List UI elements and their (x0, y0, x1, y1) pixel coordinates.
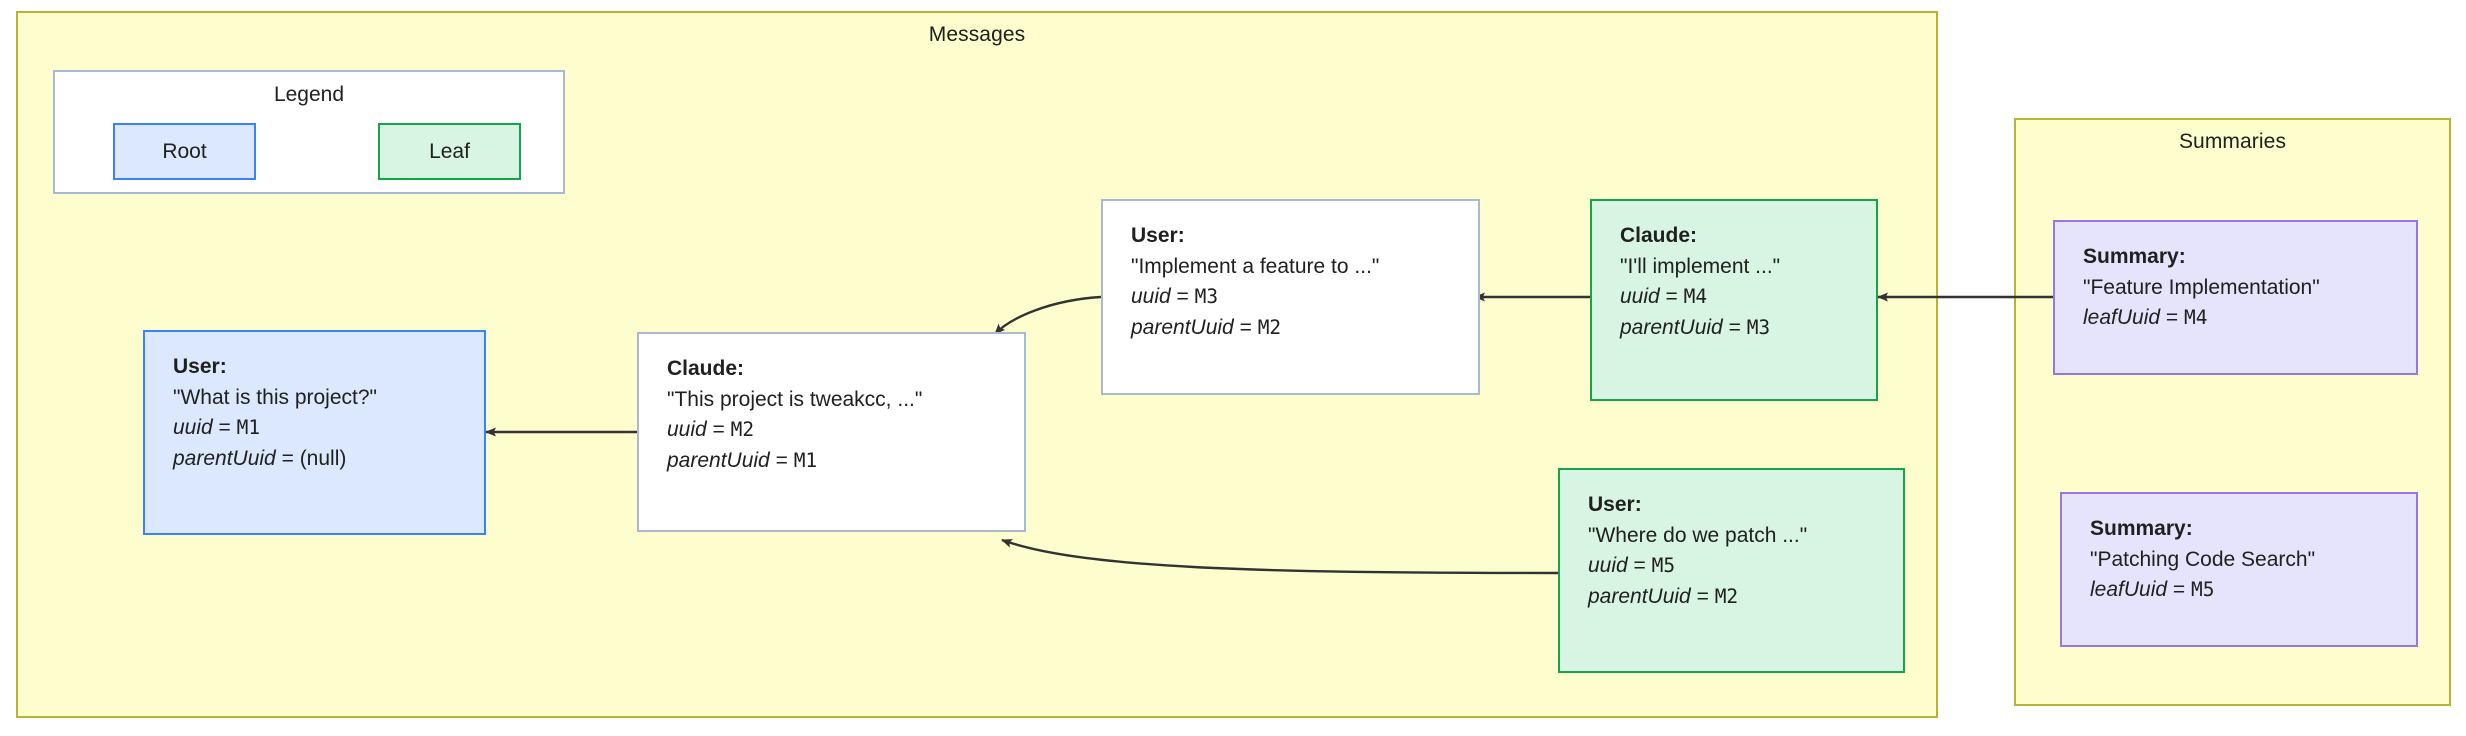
summary-2-leaf-value: M5 (2191, 578, 2215, 601)
m4-text: "I'll implement ..." (1620, 254, 1781, 278)
summary-2-role: Summary: (2090, 517, 2193, 540)
summary-1-text: "Feature Implementation" (2083, 275, 2320, 299)
m1-uuid-value: M1 (236, 416, 261, 439)
messages-group-title: Messages (928, 23, 1026, 46)
m3-uuid-label: uuid (1131, 285, 1171, 308)
summary-2-leaf-label: leafUuid (2090, 578, 2168, 601)
legend-swatch-leaf-label: Leaf (429, 139, 470, 163)
m5-uuid-row: uuid = M5 (1588, 551, 1903, 582)
m2-uuid-value: M2 (730, 418, 755, 441)
summary-2-text: "Patching Code Search" (2090, 547, 2316, 571)
summary-node-1[interactable]: Summary: "Feature Implementation" leafUu… (2053, 220, 2418, 375)
m2-parent-value: M1 (793, 448, 818, 472)
m3-parent-value: M2 (1257, 315, 1282, 339)
m2-parent-row: parentUuid = M1 (667, 446, 1024, 477)
m1-parent-label: parentUuid (173, 446, 276, 470)
m5-uuid-label: uuid (1588, 554, 1628, 577)
m2-uuid-eq: = (712, 418, 731, 441)
m4-uuid-value: M4 (1683, 285, 1708, 308)
summary-node-2[interactable]: Summary: "Patching Code Search" leafUuid… (2060, 492, 2418, 647)
m5-parent-eq: = (1696, 584, 1715, 608)
m1-uuid-label: uuid (173, 416, 213, 439)
summary-1-leaf-label: leafUuid (2083, 306, 2161, 329)
message-node-m2[interactable]: Claude: "This project is tweakcc, ..." u… (637, 332, 1026, 532)
m5-parent-label: parentUuid (1588, 584, 1691, 608)
summary-1-leaf-value: M4 (2184, 306, 2208, 329)
summary-1-leaf-eq: = (2165, 306, 2185, 329)
summaries-group-title: Summaries (2178, 130, 2287, 153)
m3-uuid-row: uuid = M3 (1131, 282, 1478, 313)
m2-parent-eq: = (775, 448, 794, 472)
legend-swatch-root: Root (113, 123, 256, 180)
m1-role: User: (173, 355, 227, 378)
m4-role: Claude: (1620, 224, 1698, 247)
m2-uuid-label: uuid (667, 418, 707, 441)
m5-parent-value: M2 (1714, 584, 1739, 608)
m3-parent-label: parentUuid (1131, 315, 1234, 339)
m4-uuid-row: uuid = M4 (1620, 282, 1876, 313)
m4-uuid-eq: = (1665, 285, 1684, 308)
m2-text: "This project is tweakcc, ..." (667, 387, 923, 411)
summary-2-leaf-row: leafUuid = M5 (2090, 575, 2416, 606)
m1-text: "What is this project?" (173, 385, 377, 409)
message-node-m3[interactable]: User: "Implement a feature to ..." uuid … (1101, 199, 1480, 395)
m3-uuid-value: M3 (1194, 285, 1219, 308)
m4-parent-value: M3 (1746, 315, 1771, 339)
m5-role: User: (1588, 493, 1642, 516)
m1-parent-eq: = (281, 446, 300, 470)
m4-parent-eq: = (1728, 315, 1747, 339)
m1-uuid-row: uuid = M1 (173, 413, 484, 444)
legend-title: Legend (273, 83, 345, 106)
legend-swatch-leaf: Leaf (378, 123, 521, 180)
m3-parent-row: parentUuid = M2 (1131, 313, 1478, 344)
m5-uuid-eq: = (1633, 554, 1652, 577)
message-node-m5[interactable]: User: "Where do we patch ..." uuid = M5 … (1558, 468, 1905, 673)
m1-parent-value: (null) (299, 446, 347, 470)
m2-role: Claude: (667, 357, 745, 380)
m3-parent-eq: = (1239, 315, 1258, 339)
m1-uuid-eq: = (218, 416, 237, 439)
message-node-m4[interactable]: Claude: "I'll implement ..." uuid = M4 p… (1590, 199, 1878, 401)
summary-1-role: Summary: (2083, 245, 2186, 268)
m3-uuid-eq: = (1176, 285, 1195, 308)
m2-parent-label: parentUuid (667, 448, 770, 472)
m5-text: "Where do we patch ..." (1588, 523, 1808, 547)
summary-1-leaf-row: leafUuid = M4 (2083, 303, 2416, 334)
m4-parent-row: parentUuid = M3 (1620, 313, 1876, 344)
m3-text: "Implement a feature to ..." (1131, 254, 1380, 278)
m1-parent-row: parentUuid = (null) (173, 444, 484, 475)
m4-parent-label: parentUuid (1620, 315, 1723, 339)
m5-uuid-value: M5 (1651, 554, 1676, 577)
legend-box: Legend Root Leaf (53, 70, 565, 194)
message-node-m1[interactable]: User: "What is this project?" uuid = M1 … (143, 330, 486, 535)
m4-uuid-label: uuid (1620, 285, 1660, 308)
summary-2-leaf-eq: = (2172, 578, 2192, 601)
m2-uuid-row: uuid = M2 (667, 415, 1024, 446)
legend-swatch-root-label: Root (162, 139, 207, 163)
m3-role: User: (1131, 224, 1185, 247)
m5-parent-row: parentUuid = M2 (1588, 582, 1903, 613)
